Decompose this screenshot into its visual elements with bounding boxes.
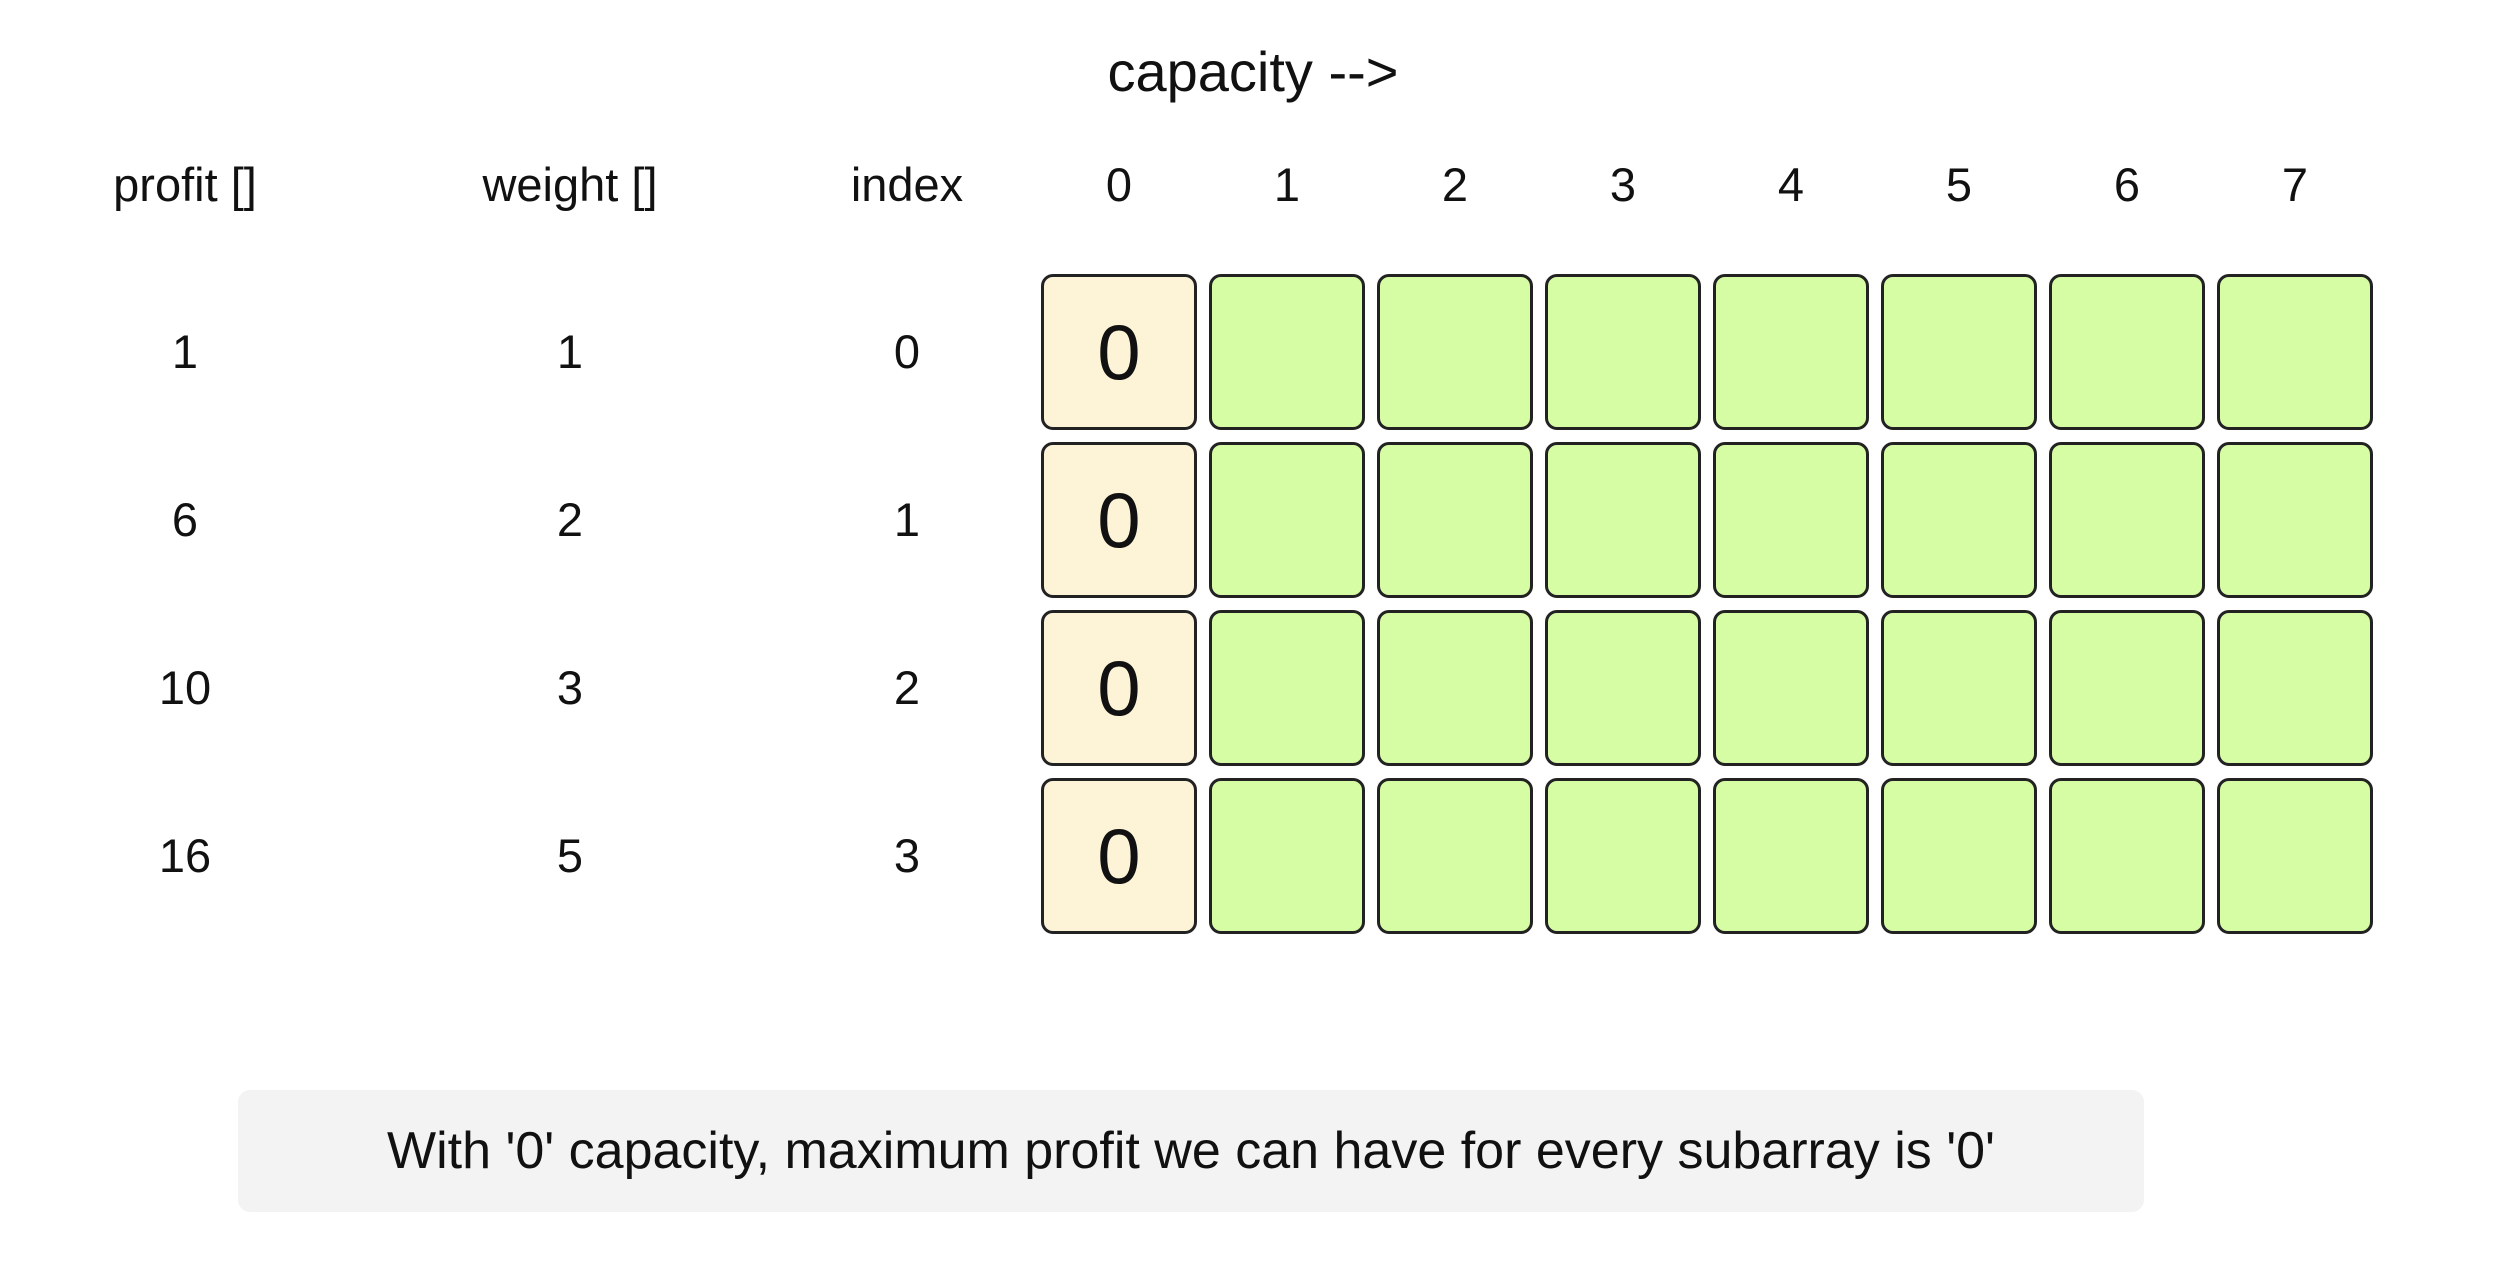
weight-value: 2 [556,493,584,546]
table-cell: 0 [1041,442,1197,598]
diagram-title: capacity --> [1107,40,1399,103]
table-cell [1377,778,1533,934]
table-cell [1881,778,2037,934]
table-cell [2217,442,2373,598]
profit-value: 6 [171,493,199,546]
caption-box: With '0' capacity, maximum profit we can… [238,1090,2144,1212]
table-cell [1377,274,1533,430]
capacity-header-0: 0 [1105,158,1133,211]
table-cell [1881,442,2037,598]
table-cell [1209,778,1365,934]
capacity-header-5: 5 [1945,158,1973,211]
profit-value: 16 [158,829,212,882]
profit-value: 10 [158,661,212,714]
capacity-header-3: 3 [1609,158,1637,211]
table-cell [2049,778,2205,934]
table-cell [1881,274,2037,430]
weight-value: 1 [556,325,584,378]
table-cell [2217,610,2373,766]
table-cell [2049,442,2205,598]
table-cell [1545,274,1701,430]
table-cell [1713,274,1869,430]
table-cell [1713,442,1869,598]
table-cell [1209,610,1365,766]
table-cell [1545,442,1701,598]
weight-value: 3 [556,661,584,714]
table-cell [2217,274,2373,430]
capacity-header-1: 1 [1273,158,1301,211]
profit-header: profit [] [113,158,257,211]
weight-header: weight [] [482,158,658,211]
table-cell [1881,610,2037,766]
table-cell: 0 [1041,778,1197,934]
index-header: index [850,158,964,211]
index-value: 3 [893,829,921,882]
index-value: 0 [893,325,921,378]
capacity-header-4: 4 [1777,158,1805,211]
profit-value: 1 [171,325,199,378]
table-cell [2217,778,2373,934]
table-cell [1545,778,1701,934]
table-cell [1377,610,1533,766]
table-cell [1209,274,1365,430]
table-cell [1713,610,1869,766]
table-cell: 0 [1041,274,1197,430]
table-cell [2049,610,2205,766]
capacity-header-2: 2 [1441,158,1469,211]
table-cell [1209,442,1365,598]
index-value: 1 [893,493,921,546]
table-cell [1545,610,1701,766]
table-cell [2049,274,2205,430]
index-value: 2 [893,661,921,714]
table-cell: 0 [1041,610,1197,766]
capacity-header-7: 7 [2281,158,2309,211]
capacity-header-6: 6 [2113,158,2141,211]
table-cell [1713,778,1869,934]
weight-value: 5 [556,829,584,882]
table-cell [1377,442,1533,598]
